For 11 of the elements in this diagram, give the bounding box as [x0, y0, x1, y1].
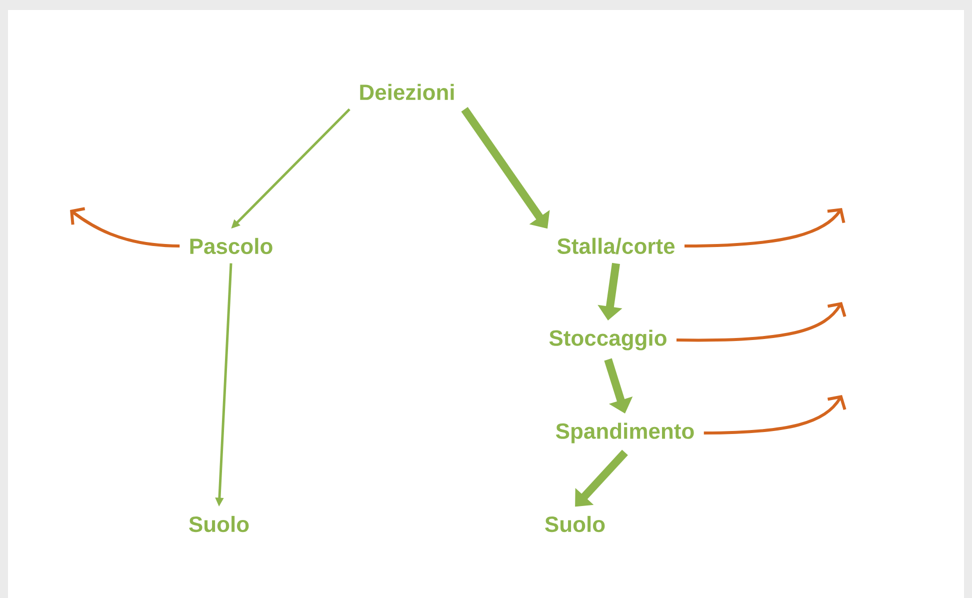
- arrow: [684, 208, 846, 248]
- arrow: [676, 302, 846, 342]
- node-label: Pascolo: [190, 238, 272, 254]
- node-label: Suolo: [189, 516, 249, 532]
- node-label: Deiezioni: [360, 84, 454, 100]
- arrow: [704, 395, 846, 434]
- node-label: Spandimento: [556, 422, 694, 444]
- node-label: Stoccaggio: [549, 330, 666, 350]
- arrow: [70, 207, 180, 248]
- node-label: Stalla/corte: [557, 238, 675, 254]
- node-label: Suolo: [545, 516, 605, 532]
